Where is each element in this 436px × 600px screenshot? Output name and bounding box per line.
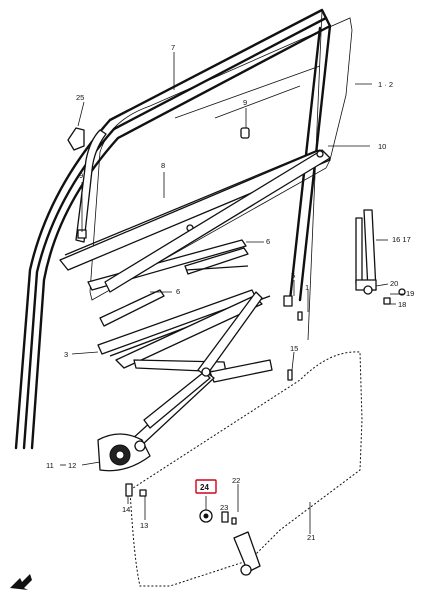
label-6-lower: 6 (176, 287, 180, 296)
fasteners (125, 127, 406, 576)
label-11: 11 (46, 461, 54, 470)
label-9-lower: 9 (79, 171, 83, 180)
window-regulator (97, 291, 273, 472)
label-20: 20 (390, 279, 398, 288)
label-7: 7 (171, 43, 175, 52)
label-18: 18 (398, 300, 406, 309)
label-1: 1 (305, 283, 309, 292)
door-sash-frame (14, 8, 332, 450)
front-run-channel (67, 127, 107, 243)
label-10: 10 (378, 142, 386, 151)
label-5: 5 (291, 271, 295, 280)
label-12: 12 (68, 461, 76, 470)
label-21: 21 (307, 533, 315, 542)
label-23: 23 (220, 503, 228, 512)
label-8: 8 (161, 161, 165, 170)
door-glass (89, 17, 353, 301)
label-16-17: 16 17 (392, 235, 411, 244)
label-15: 15 (290, 344, 298, 353)
label-1-2: 1 · 2 (378, 80, 393, 89)
label-9-upper: 9 (243, 98, 247, 107)
direction-arrow-icon (10, 574, 32, 590)
glass-run-channel (59, 149, 331, 271)
upper-glass-channel (104, 149, 331, 293)
label-14: 14 (122, 505, 130, 514)
label-22: 22 (232, 476, 240, 485)
rear-guide-rail (355, 209, 377, 291)
label-13: 13 (140, 521, 148, 530)
callout-labels: 7 1 · 2 25 9 10 8 9 6 16 17 5 1 20 6 19 … (46, 43, 414, 542)
door-inner-panel (129, 351, 363, 587)
highlight-box-24 (195, 479, 217, 494)
label-25: 25 (76, 93, 84, 102)
label-3: 3 (64, 350, 68, 359)
label-19: 19 (406, 289, 414, 298)
leader-lines (60, 52, 404, 534)
label-6-upper: 6 (266, 237, 270, 246)
label-24: 24 (200, 483, 209, 492)
